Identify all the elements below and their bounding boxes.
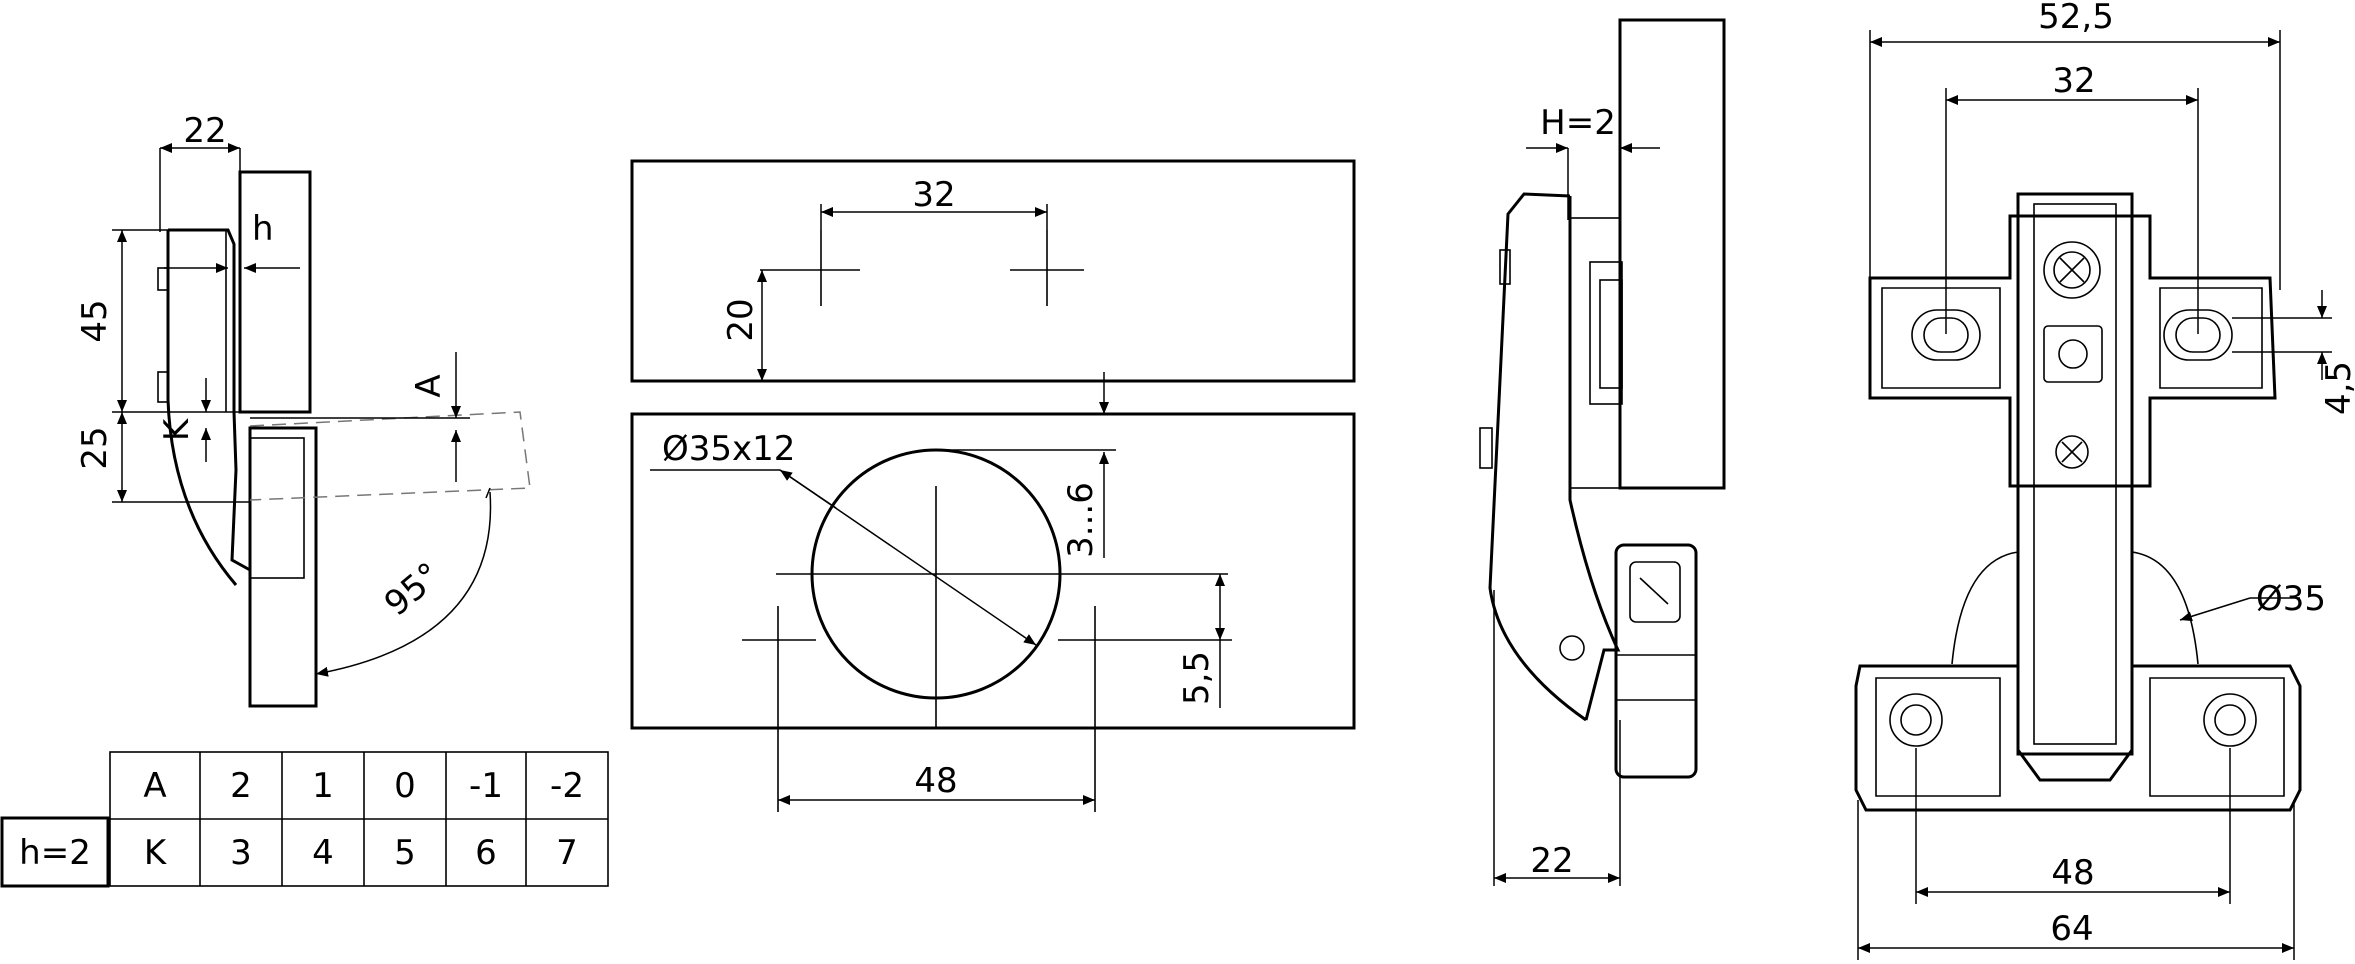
side-dim-k: K	[157, 417, 197, 441]
top-dim-slot-offset: 4,5	[2319, 361, 2355, 415]
hinge-cup-profile	[1614, 543, 1698, 779]
adjustment-table: h=2 A 2 1 0 -1 -2 K 3 4 5 6 7	[0, 751, 609, 888]
base-hole-right	[2203, 693, 2257, 747]
plan-dim-base-spacing: 48	[914, 761, 957, 801]
table-cell: K	[144, 833, 168, 873]
hinge-cup-section	[249, 437, 305, 579]
profile-dim-gap: H=2	[1540, 103, 1616, 143]
hinge-arm-outline	[166, 230, 238, 586]
side-view: 22 h 45 25 K A 95°	[75, 111, 531, 708]
drill-plan: 32 20 Ø35x12 3...6 5,5 48	[630, 159, 1356, 812]
plan-dim-edge: 3...6	[1061, 482, 1101, 558]
table-cell: -1	[469, 766, 503, 806]
plan-dim-spacing: 32	[912, 175, 955, 215]
side-dim-h: h	[252, 209, 274, 249]
top-dim-base-width: 64	[2050, 909, 2093, 949]
cabinet-panel	[238, 170, 312, 414]
rivet-icon	[2055, 435, 2089, 469]
top-dim-cup: Ø35	[2256, 579, 2326, 619]
panel-top	[630, 159, 1356, 383]
profile-view: H=2 22	[1479, 18, 1726, 886]
arm-tab	[157, 371, 169, 403]
plan-dim-cup: Ø35x12	[662, 429, 795, 469]
table-cell: 7	[556, 833, 578, 873]
profile-dim-depth: 22	[1530, 841, 1573, 881]
table-cell: 0	[394, 766, 416, 806]
hinge-arm	[168, 228, 251, 572]
screw-adjust-icon	[2043, 241, 2101, 299]
table-cell: 6	[475, 833, 497, 873]
mounting-plate	[1868, 214, 2277, 488]
table-cell: 3	[230, 833, 252, 873]
top-dim-base-holes: 48	[2051, 853, 2094, 893]
cabinet-side	[1618, 18, 1726, 490]
top-view: 52,5 32 4,5 Ø35 48 64	[1854, 0, 2355, 960]
side-dim-angle: 95°	[377, 555, 449, 624]
table-cell: 1	[312, 766, 334, 806]
panel-door	[630, 412, 1356, 730]
hinge-arm-inner	[1568, 196, 1621, 721]
side-dim-overlay: 25	[75, 426, 115, 469]
arm-tab	[157, 267, 169, 291]
table-cell: A	[143, 766, 166, 806]
hinge-arm-top	[2016, 192, 2134, 756]
base-hole-left	[1889, 693, 1943, 747]
hinge-arm-profile	[1488, 192, 1587, 722]
table-cell: 4	[312, 833, 334, 873]
table-label-cell	[0, 816, 110, 888]
side-dim-height: 45	[75, 299, 115, 342]
table-cell: 2	[230, 766, 252, 806]
open-door-outline	[249, 411, 531, 501]
plan-dim-offset: 20	[721, 298, 761, 341]
top-dim-overall: 52,5	[2038, 0, 2114, 37]
side-dim-width: 22	[183, 111, 226, 151]
table-cell: -2	[550, 766, 584, 806]
table-label: h=2	[19, 833, 91, 873]
side-dim-a: A	[409, 374, 449, 397]
door-panel	[248, 426, 318, 708]
table-cell: 5	[394, 833, 416, 873]
hinge-base-plate	[1854, 664, 2302, 812]
plan-dim-base-offset: 5,5	[1177, 651, 1217, 705]
top-dim-slots: 32	[2052, 61, 2095, 101]
